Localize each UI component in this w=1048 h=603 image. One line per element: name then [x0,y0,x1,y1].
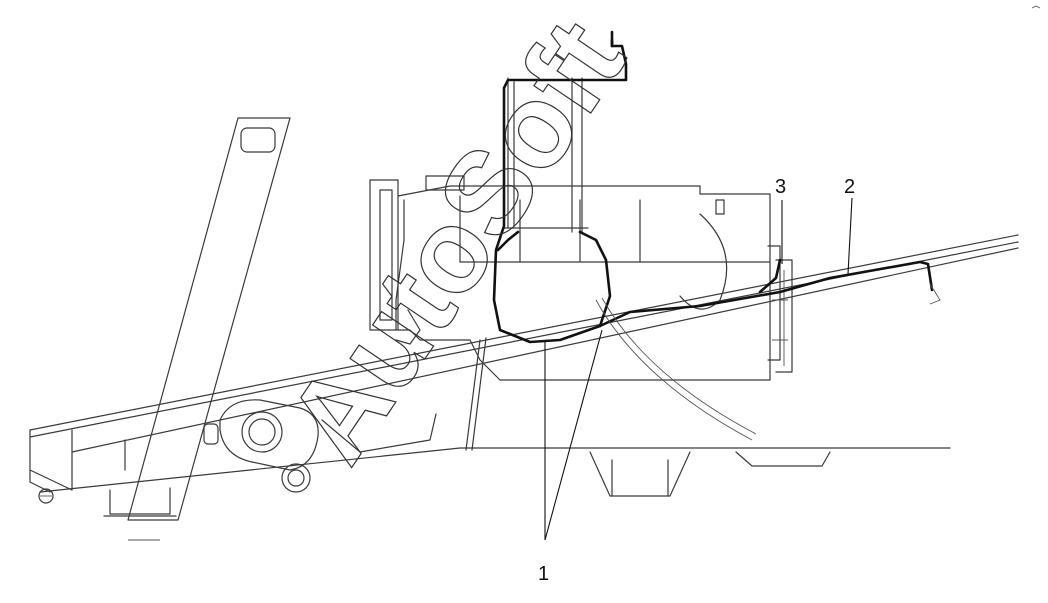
crossmember [589,451,831,497]
watermark: AutoSoft [262,0,651,485]
callout-2: 2 [844,176,855,275]
callout-1-label: 1 [538,563,549,585]
watermark-text: AutoSoft [262,0,650,485]
callout-1: 1 [538,329,603,585]
callout-3: 3 [775,176,786,264]
engine-block [369,175,793,381]
tilt-bracket [127,117,291,541]
corner-mark [1031,5,1041,9]
frame-rail [29,234,1019,517]
callout-3-label: 3 [775,176,786,198]
cab-mount [203,399,437,493]
callout-2-label: 2 [844,176,855,198]
vertical-guide [465,77,589,451]
wiring-harness [492,30,941,441]
harness-main [492,38,934,344]
